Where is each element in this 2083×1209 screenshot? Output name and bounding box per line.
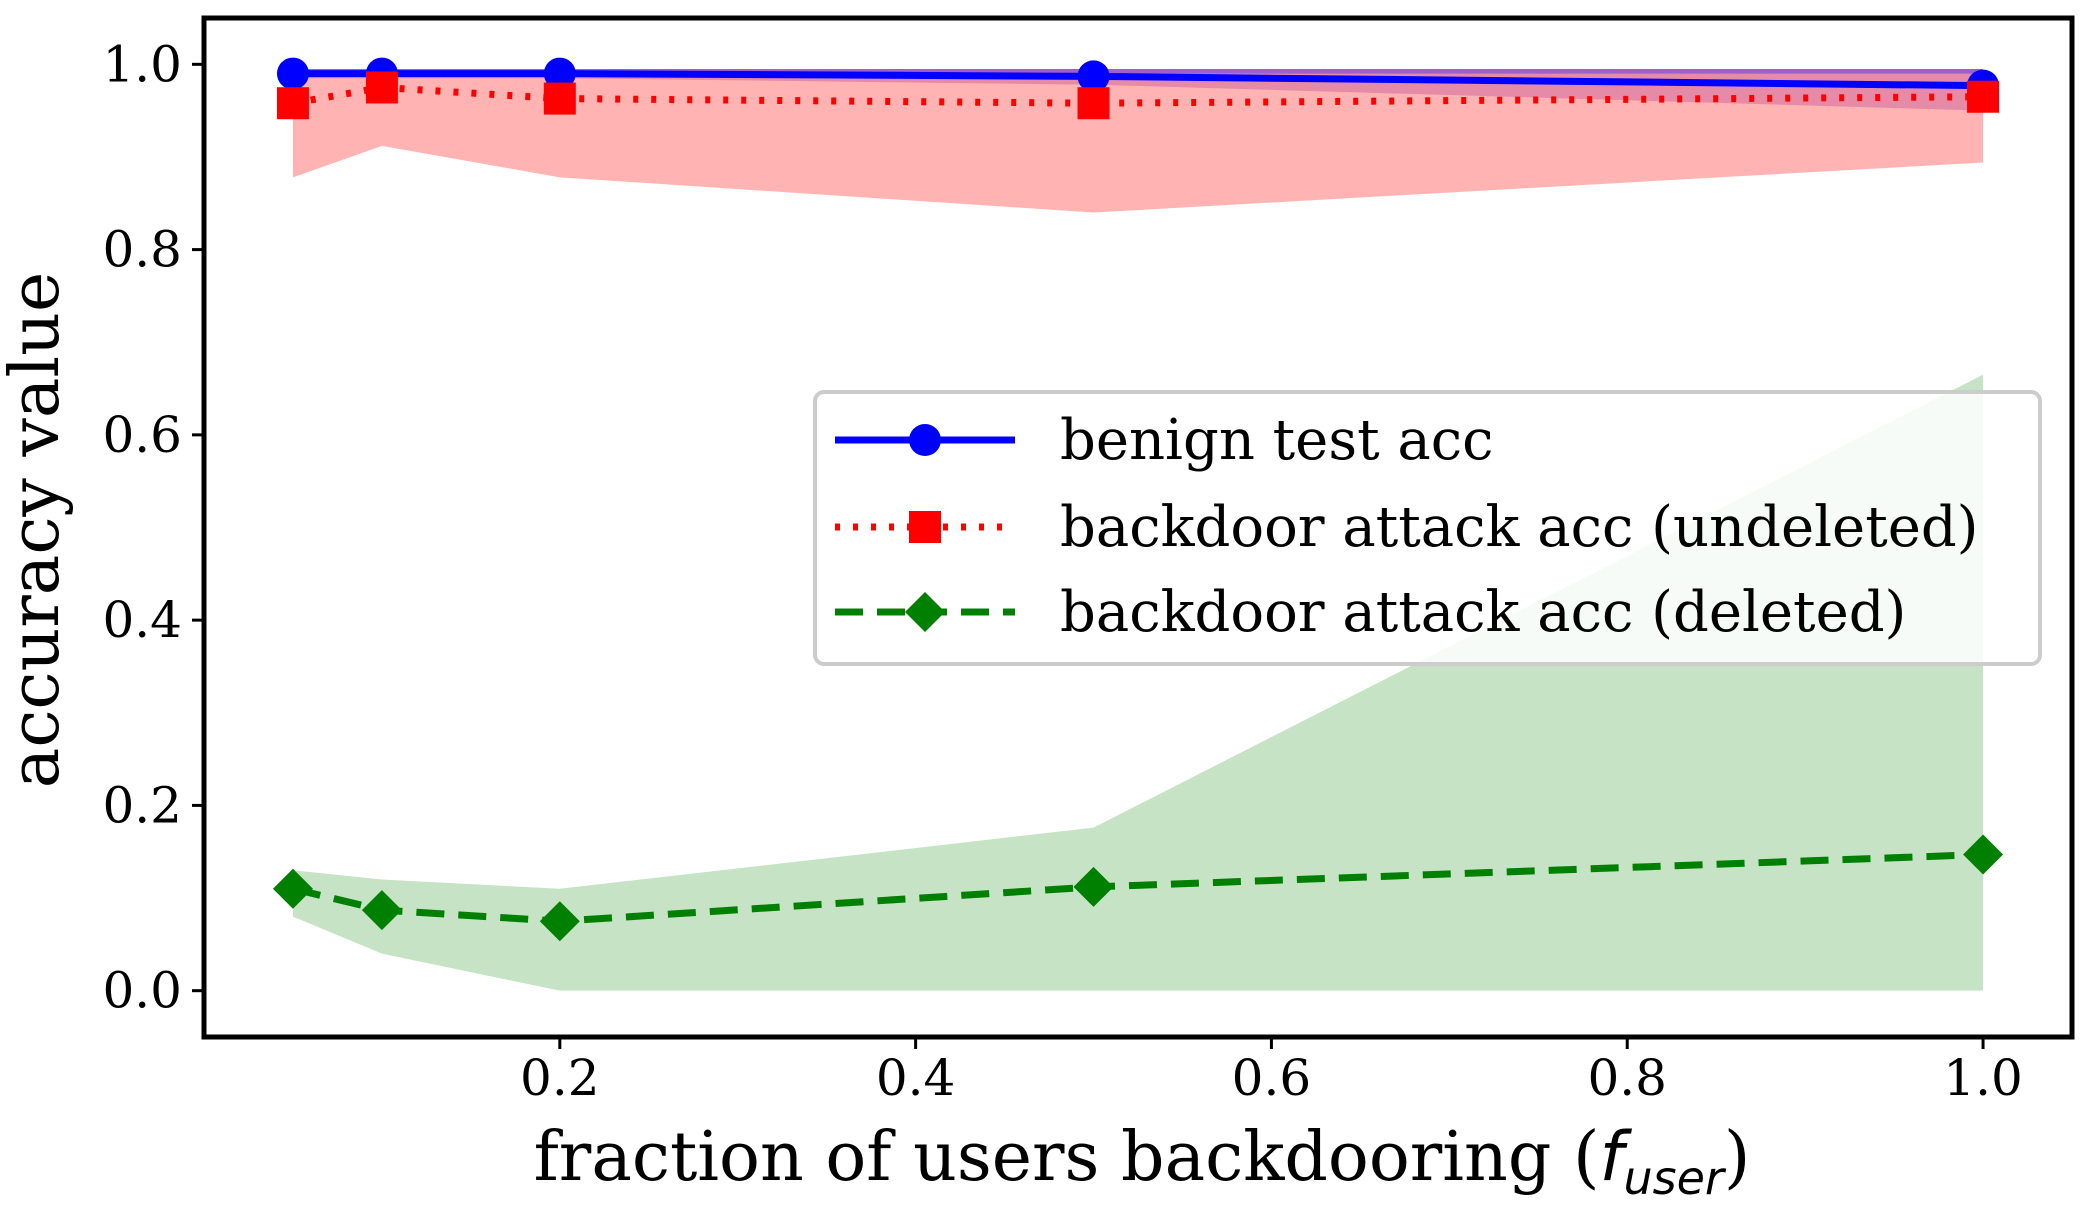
x-axis-label-sub: user xyxy=(1623,1151,1726,1205)
marker-series-2-pt-0 xyxy=(272,868,313,909)
y-tick-label: 0.2 xyxy=(102,776,182,834)
legend-label-1: backdoor attack acc (undeleted) xyxy=(1060,495,1979,560)
band-series-1 xyxy=(292,73,1984,213)
x-tick-label: 1.0 xyxy=(1943,1049,2023,1107)
y-tick-label: 0.0 xyxy=(102,962,182,1020)
series-markers xyxy=(272,57,2004,942)
legend: benign test acc backdoor attack acc (unde… xyxy=(813,390,2042,666)
x-axis-label: fraction of users backdooring (fuser) xyxy=(534,1118,1751,1205)
marker-series-0-pt-2 xyxy=(543,57,576,90)
y-tick-label: 0.6 xyxy=(102,406,182,464)
x-tick-label: 0.8 xyxy=(1587,1049,1667,1107)
x-axis-label-prefix: fraction of users backdooring ( xyxy=(534,1118,1600,1197)
y-tick-label: 1.0 xyxy=(102,35,182,93)
legend-label-2: backdoor attack acc (deleted) xyxy=(1060,580,1906,645)
x-axis-ticks: 0.2 0.4 0.6 0.8 1.0 xyxy=(520,1037,2023,1107)
band-series-2 xyxy=(292,374,1984,991)
legend-box xyxy=(813,390,2042,666)
marker-series-1-pt-4 xyxy=(1967,80,2000,113)
y-axis-label: accuracy value xyxy=(0,272,75,788)
x-tick-label: 0.2 xyxy=(520,1049,600,1107)
x-axis-label-suffix: ) xyxy=(1724,1118,1751,1197)
marker-series-1-pt-2 xyxy=(543,82,576,115)
line-series-1 xyxy=(292,83,1984,107)
marker-series-2-pt-1 xyxy=(361,890,402,931)
y-tick-label: 0.8 xyxy=(102,221,182,279)
marker-series-1-pt-0 xyxy=(276,87,309,120)
marker-series-2-pt-3 xyxy=(1073,866,1114,907)
plot-frame xyxy=(201,15,2075,1040)
legend-marker-0 xyxy=(909,424,941,456)
marker-series-1-pt-1 xyxy=(365,71,398,104)
x-tick-label: 0.4 xyxy=(876,1049,956,1107)
legend-marker-1 xyxy=(909,511,941,543)
legend-label-0: benign test acc xyxy=(1060,408,1493,473)
marker-series-2-pt-4 xyxy=(1963,834,2004,875)
x-tick-label: 0.6 xyxy=(1232,1049,1312,1107)
marker-series-0-pt-3 xyxy=(1077,60,1110,93)
legend-marker-2 xyxy=(905,592,945,632)
marker-series-0-pt-0 xyxy=(276,57,309,90)
marker-series-1-pt-3 xyxy=(1077,87,1110,120)
y-axis-ticks: 0.0 0.2 0.4 0.6 0.8 1.0 xyxy=(102,35,204,1020)
marker-series-2-pt-2 xyxy=(539,901,580,942)
y-tick-label: 0.4 xyxy=(102,591,182,649)
